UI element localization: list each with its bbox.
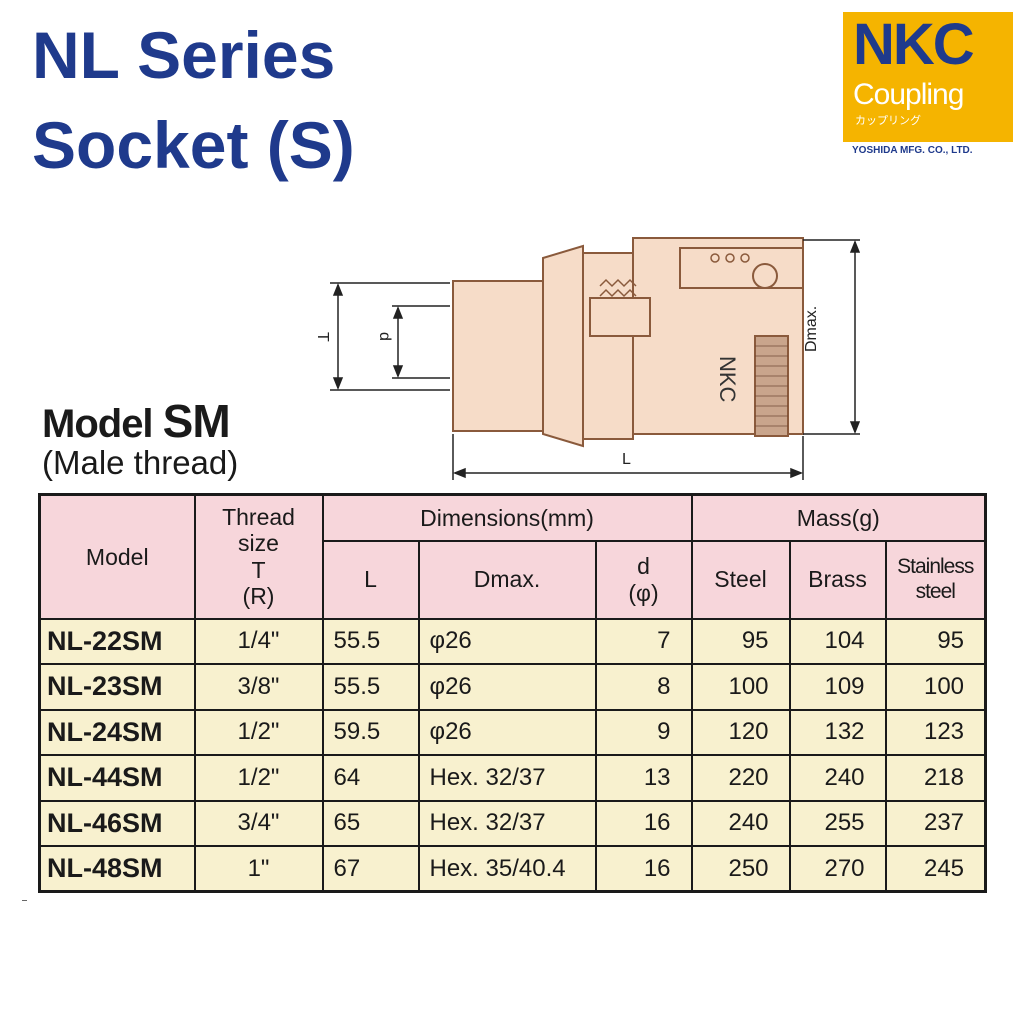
- cell-steel: 95: [690, 617, 791, 665]
- cell-steel: 240: [690, 799, 791, 847]
- header-d-l1: d: [637, 553, 650, 580]
- body-marking: NKC: [715, 356, 740, 403]
- cell-dmax: Hex. 35/40.4: [417, 845, 597, 893]
- company-name: YOSHIDA MFG. CO., LTD.: [852, 145, 973, 156]
- header-thread: Thread size T (R): [193, 493, 324, 620]
- header-d: d (φ): [594, 539, 693, 620]
- header-thread-l1: Thread: [222, 503, 295, 530]
- header-mass: Mass(g): [690, 493, 987, 542]
- cell-d: 8: [594, 663, 693, 711]
- cell-dmax: Hex. 32/37: [417, 799, 597, 847]
- cell-brass: 255: [788, 799, 887, 847]
- header-steel: Steel: [690, 539, 791, 620]
- cell-l: 65: [321, 799, 420, 847]
- label-d: d: [376, 332, 393, 341]
- page-title-line2: Socket (S): [32, 108, 355, 182]
- header-L: L: [321, 539, 420, 620]
- cell-d: 16: [594, 799, 693, 847]
- cell-stainless: 100: [884, 663, 987, 711]
- cell-thread: 3/8": [193, 663, 324, 711]
- header-dimensions: Dimensions(mm): [321, 493, 693, 542]
- cell-d: 7: [594, 617, 693, 665]
- model-subtitle: (Male thread): [42, 444, 239, 481]
- cell-brass: 132: [788, 708, 887, 756]
- cell-brass: 240: [788, 754, 887, 802]
- header-thread-l3: T: [251, 556, 266, 583]
- nkc-logo: NKC Coupling カップリング: [843, 12, 1013, 142]
- logo-brand: NKC: [853, 12, 975, 77]
- model-heading: Model SM: [42, 395, 231, 447]
- lock-ball: [752, 263, 778, 289]
- cell-stainless: 95: [884, 617, 987, 665]
- model-code: SM: [162, 395, 231, 447]
- cell-d: 13: [594, 754, 693, 802]
- cell-brass: 109: [788, 663, 887, 711]
- cell-l: 64: [321, 754, 420, 802]
- cell-l: 55.5: [321, 663, 420, 711]
- cell-stainless: 123: [884, 708, 987, 756]
- cell-thread: 1/2": [193, 754, 324, 802]
- cell-steel: 220: [690, 754, 791, 802]
- cell-model: NL-46SM: [38, 799, 196, 847]
- socket-drawing: NKC T d L Dmax.: [314, 237, 860, 480]
- label-T: T: [314, 332, 331, 342]
- hex-nut: [542, 244, 584, 448]
- cell-dmax: φ26: [417, 663, 597, 711]
- cell-l: 67: [321, 845, 420, 893]
- cell-model: NL-44SM: [38, 754, 196, 802]
- cell-steel: 100: [690, 663, 791, 711]
- cell-stainless: 245: [884, 845, 987, 893]
- cell-l: 59.5: [321, 708, 420, 756]
- header-model: Model: [38, 493, 196, 620]
- cell-dmax: Hex. 32/37: [417, 754, 597, 802]
- cell-dmax: φ26: [417, 617, 597, 665]
- cell-thread: 1/4": [193, 617, 324, 665]
- cell-brass: 270: [788, 845, 887, 893]
- cell-steel: 250: [690, 845, 791, 893]
- cell-brass: 104: [788, 617, 887, 665]
- label-Dmax: Dmax.: [803, 306, 820, 352]
- header-d-l2: (φ): [628, 579, 659, 606]
- cell-steel: 120: [690, 708, 791, 756]
- cell-model: NL-24SM: [38, 708, 196, 756]
- header-Dmax: Dmax.: [417, 539, 597, 620]
- page-title-line1: NL Series: [32, 18, 336, 92]
- cell-stainless: 237: [884, 799, 987, 847]
- divider-mark: [22, 900, 27, 901]
- cell-d: 9: [594, 708, 693, 756]
- cell-stainless: 218: [884, 754, 987, 802]
- header-thread-l2: size: [238, 530, 279, 557]
- header-stainless-l1: Stainless: [897, 555, 974, 579]
- model-prefix: Model: [42, 402, 163, 446]
- thread-end: [452, 280, 544, 432]
- logo-kana: カップリング: [855, 115, 921, 127]
- cell-l: 55.5: [321, 617, 420, 665]
- cell-d: 16: [594, 845, 693, 893]
- cell-dmax: φ26: [417, 708, 597, 756]
- header-stainless-l2: steel: [915, 579, 956, 603]
- cell-model: NL-23SM: [38, 663, 196, 711]
- cell-thread: 1": [193, 845, 324, 893]
- cell-thread: 3/4": [193, 799, 324, 847]
- cell-thread: 1/2": [193, 708, 324, 756]
- header-stainless: Stainless steel: [884, 539, 987, 620]
- header-thread-l4: (R): [242, 583, 275, 610]
- label-L: L: [622, 451, 631, 468]
- spec-table: Model Thread size T (R) Dimensions(mm) M…: [38, 493, 988, 893]
- logo-product: Coupling: [853, 78, 964, 111]
- cell-model: NL-22SM: [38, 617, 196, 665]
- cell-model: NL-48SM: [38, 845, 196, 893]
- header-brass: Brass: [788, 539, 887, 620]
